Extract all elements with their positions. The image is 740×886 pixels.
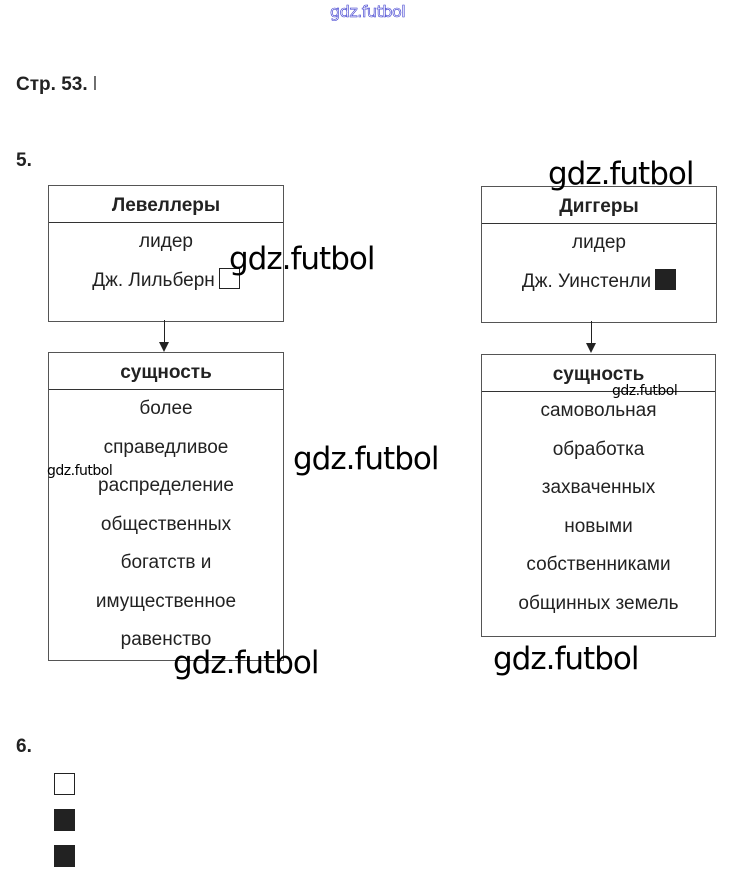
essence-line: богатств и bbox=[120, 552, 212, 573]
essence-line: захваченных bbox=[541, 477, 656, 498]
watermark: gdz.futbol bbox=[229, 241, 375, 277]
watermark: gdz.futbol bbox=[47, 463, 113, 479]
essence-line: новыми bbox=[564, 515, 633, 537]
watermark: gdz.futbol bbox=[612, 383, 678, 399]
page-heading-text: Стр. 53. bbox=[16, 74, 88, 95]
diggers-essence-title: сущность bbox=[482, 355, 715, 392]
diggers-box: Диггеры лидер Дж. Уинстенли bbox=[481, 186, 717, 323]
arrow-down-icon bbox=[159, 320, 169, 352]
levellers-leader-label: лидер bbox=[139, 231, 193, 252]
filled-square-icon bbox=[655, 268, 677, 290]
watermark: gdz.futbol bbox=[293, 441, 439, 477]
page-heading: Стр. 53. l bbox=[16, 74, 97, 96]
task6-number: 6. bbox=[16, 736, 32, 757]
diggers-essence-box: сущность самовольная обработка захваченн… bbox=[481, 354, 716, 637]
task5-number: 5. bbox=[16, 150, 32, 171]
diggers-leader-row: Дж. Уинстенли bbox=[482, 263, 716, 302]
filled-square-icon bbox=[54, 809, 75, 831]
essence-line: собственниками bbox=[526, 554, 671, 575]
levellers-box: Левеллеры лидер Дж. Лильберн bbox=[48, 185, 284, 322]
essence-line: общинных земель bbox=[518, 592, 679, 614]
diggers-leader-name: Дж. Уинстенли bbox=[521, 270, 652, 292]
essence-line: равенство bbox=[120, 629, 212, 650]
diggers-title: Диггеры bbox=[482, 187, 716, 224]
watermark: gdz.futbol bbox=[173, 645, 319, 681]
essence-line: обработка bbox=[552, 438, 645, 460]
essence-line: общественных bbox=[100, 513, 232, 535]
empty-square-icon bbox=[218, 267, 240, 289]
filled-square-icon bbox=[54, 845, 75, 867]
essence-line: имущественное bbox=[95, 590, 237, 612]
arrow-down-icon bbox=[586, 321, 596, 353]
essence-line: распределение bbox=[98, 475, 234, 496]
diggers-leader-label: лидер bbox=[572, 232, 626, 253]
essence-line: самовольная bbox=[540, 400, 657, 421]
page-heading-mark: l bbox=[92, 74, 98, 95]
watermark: gdz.futbol bbox=[493, 641, 639, 677]
levellers-title: Левеллеры bbox=[49, 186, 283, 223]
watermark: gdz.futbol bbox=[548, 156, 694, 192]
watermark-top: gdz.futbol bbox=[330, 2, 406, 22]
levellers-leader-row: Дж. Лильберн bbox=[49, 262, 283, 301]
levellers-essence-title: сущность bbox=[49, 353, 283, 390]
essence-line: более bbox=[139, 398, 193, 419]
levellers-essence-box: сущность более справедливое распределени… bbox=[48, 352, 284, 661]
essence-line: справедливое bbox=[103, 436, 229, 458]
empty-square-icon bbox=[54, 773, 75, 795]
levellers-leader-name: Дж. Лильберн bbox=[92, 269, 215, 291]
